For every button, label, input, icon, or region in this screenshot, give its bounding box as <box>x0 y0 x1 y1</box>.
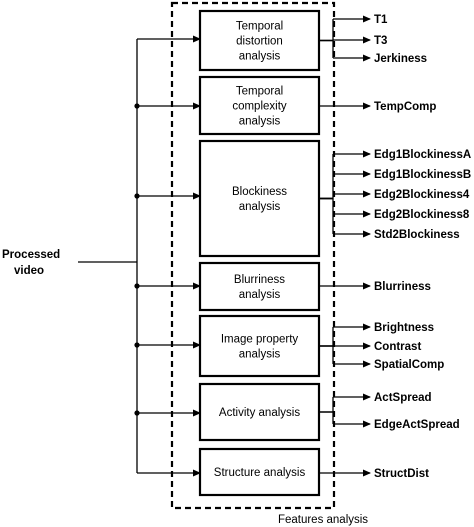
module-structure: Structure analysis StructDist <box>137 447 429 497</box>
output-label: Std2Blockiness <box>374 229 460 241</box>
module-label: analysis <box>239 201 281 213</box>
output-label: Edg1BlockinessB <box>374 169 471 181</box>
module-label: analysis <box>239 289 281 301</box>
output-label: Contrast <box>374 341 421 353</box>
analysis-modules: TemporaldistortionanalysisT1T3JerkinessT… <box>134 9 471 497</box>
output-label: EdgeActSpread <box>374 419 460 431</box>
module-label: Image property <box>221 334 299 346</box>
module-box <box>198 447 321 497</box>
output-label: TempComp <box>374 101 436 113</box>
module-label: Blockiness <box>232 186 287 198</box>
module-label: Activity analysis <box>219 407 300 419</box>
module-label: Structure analysis <box>214 467 306 479</box>
output-label: T3 <box>374 35 387 47</box>
input-label-line2: video <box>14 265 44 277</box>
features-analysis-label: Features analysis <box>278 514 368 526</box>
features-analysis-container <box>170 1 336 510</box>
module-label: analysis <box>239 51 281 63</box>
output-label: SpatialComp <box>374 359 444 371</box>
module-box <box>198 382 321 442</box>
input-wiring <box>78 39 138 473</box>
module-label: analysis <box>239 349 281 361</box>
output-label: Blurriness <box>374 281 431 293</box>
junction-dot <box>134 193 140 199</box>
junction-dot <box>134 342 140 348</box>
module-image-property: Image property analysis BrightnessContrast… <box>134 314 444 378</box>
module-label: Temporal <box>236 86 283 98</box>
input-label-line1: Processed <box>2 249 60 261</box>
module-blurriness: Blurriness analysis Blurriness <box>134 261 431 312</box>
junction-dot <box>134 410 140 416</box>
module-box <box>198 314 321 378</box>
output-label: StructDist <box>374 468 429 480</box>
module-blockiness: Blockiness analysis Edg1BlockinessA Edg1Blo… <box>134 139 471 258</box>
output-label: T1 <box>374 14 388 26</box>
output-label: Jerkiness <box>374 53 427 65</box>
junction-dot <box>134 103 140 109</box>
junction-dot <box>134 283 140 289</box>
module-box <box>198 261 321 312</box>
module-box <box>198 75 321 136</box>
module-temporal-complexity: Temporal complexity analysis TempComp <box>134 75 436 136</box>
module-box <box>198 9 321 72</box>
module-label: complexity <box>232 101 287 113</box>
module-label: Temporal <box>236 21 283 33</box>
output-label: Edg1BlockinessA <box>374 149 471 161</box>
module-label: Blurriness <box>234 274 285 286</box>
module-label: analysis <box>239 116 281 128</box>
output-label: Brightness <box>374 322 434 334</box>
module-label: distortion <box>236 36 283 48</box>
output-label: Edg2Blockiness4 <box>374 189 470 201</box>
output-label: ActSpread <box>374 392 432 404</box>
module-box <box>198 139 321 258</box>
output-label: Edg2Blockiness8 <box>374 209 470 221</box>
